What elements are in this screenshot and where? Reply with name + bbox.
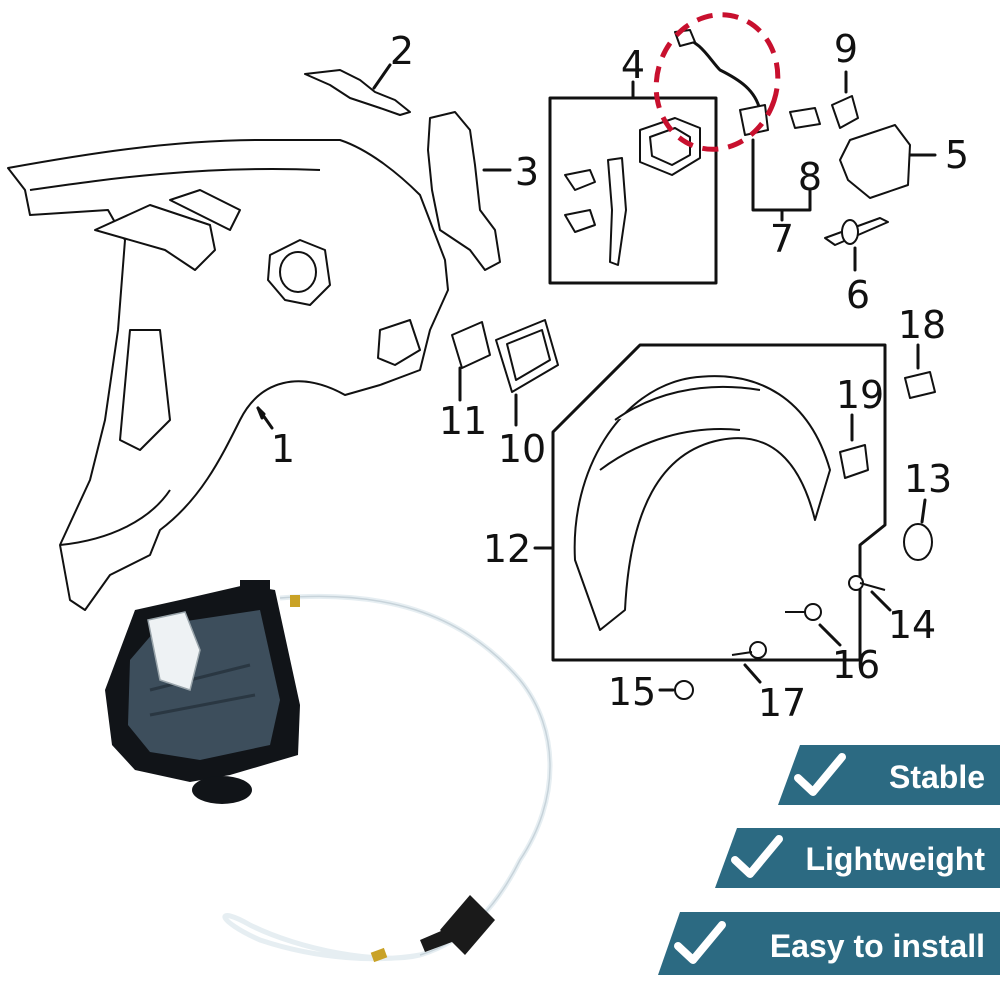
pin-part-6 xyxy=(824,217,889,272)
callout-19: 19 xyxy=(836,373,884,417)
actuator-cable-part-7 xyxy=(653,12,812,222)
fuel-door-assembly-part-4 xyxy=(548,80,718,285)
callout-9: 9 xyxy=(834,27,858,71)
callout-12: 12 xyxy=(483,527,531,571)
callout-10: 10 xyxy=(498,427,546,471)
checkmark-icon xyxy=(794,753,846,796)
checkmark-icon xyxy=(674,921,726,964)
callout-17: 17 xyxy=(758,681,806,725)
callout-16: 16 xyxy=(832,643,880,687)
checkmark-icon xyxy=(731,835,783,878)
callout-13: 13 xyxy=(904,457,952,501)
callout-labels: 1 2 3 4 5 6 7 8 9 10 11 12 13 14 15 16 1… xyxy=(271,27,969,725)
clip-part-18 xyxy=(904,343,936,399)
callout-2: 2 xyxy=(390,29,414,73)
clip-part-9 xyxy=(831,70,859,129)
fuel-door-actuator-photo xyxy=(105,580,553,963)
feature-badge-stable: Stable xyxy=(778,745,1000,805)
screw-part-17 xyxy=(731,641,767,684)
wheel-liner-part-12 xyxy=(533,343,887,662)
nut-part-15 xyxy=(658,680,694,700)
clip-part-19 xyxy=(839,413,869,479)
callout-11: 11 xyxy=(439,399,487,443)
callout-6: 6 xyxy=(846,273,870,317)
callout-1: 1 xyxy=(271,427,295,471)
callout-14: 14 xyxy=(888,603,936,647)
callout-15: 15 xyxy=(608,670,656,714)
callout-3: 3 xyxy=(515,150,539,194)
badge-label-easy-to-install: Easy to install xyxy=(770,928,985,964)
fuel-lid-part-5 xyxy=(839,124,937,199)
badge-label-lightweight: Lightweight xyxy=(805,841,985,877)
callout-18: 18 xyxy=(898,303,946,347)
housing-part-10 xyxy=(495,319,559,427)
pillar-panel-part-3 xyxy=(427,111,512,271)
bolt-part-16 xyxy=(785,603,842,647)
callout-7: 7 xyxy=(770,217,794,261)
highlight-circle xyxy=(653,12,781,152)
grommet-part-8 xyxy=(789,107,821,129)
screw-part-14 xyxy=(848,575,892,612)
callout-5: 5 xyxy=(945,133,969,177)
feature-badge-easy-to-install: Easy to install xyxy=(658,912,1000,975)
callout-4: 4 xyxy=(621,43,645,87)
clip-part-13 xyxy=(903,498,933,561)
roof-rail-part-2 xyxy=(304,63,411,116)
quarter-panel-part-1 xyxy=(7,139,449,611)
badge-label-stable: Stable xyxy=(889,759,985,795)
callout-8: 8 xyxy=(798,155,822,199)
bracket-part-11 xyxy=(451,321,491,402)
feature-badge-lightweight: Lightweight xyxy=(715,828,1000,888)
